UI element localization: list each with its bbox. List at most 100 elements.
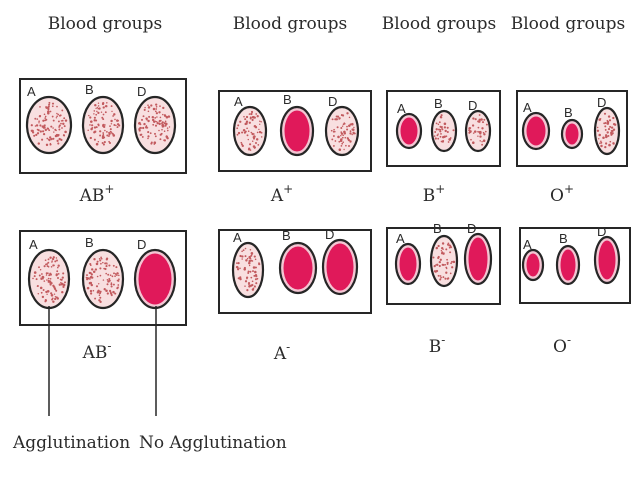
clump-dot — [163, 130, 166, 132]
clump-dot — [147, 119, 150, 123]
clump-dot — [63, 134, 66, 137]
clump-dot — [93, 131, 96, 134]
antiserum-label-a: A — [523, 100, 532, 115]
clump-dot — [447, 141, 450, 143]
non-agglutinated-sample-well — [463, 232, 493, 286]
clump-dot — [49, 277, 52, 280]
clump-dot — [252, 145, 256, 148]
clump-dot — [240, 141, 243, 144]
clump-dot — [247, 138, 249, 141]
clump-dot — [147, 104, 149, 107]
clump-dot — [100, 111, 103, 113]
clump-dot — [49, 256, 52, 259]
clump-dot — [473, 130, 477, 133]
clump-dot — [52, 119, 55, 122]
antiserum-label-d: D — [597, 224, 606, 239]
antiserum-label-d: D — [468, 98, 477, 113]
clump-dot — [597, 138, 600, 140]
antiserum-label-b: B — [433, 221, 442, 236]
clump-dot — [44, 117, 47, 119]
clump-dot — [154, 110, 157, 113]
well-fill — [283, 246, 313, 290]
clump-dot — [114, 292, 117, 295]
clump-dot — [340, 134, 342, 137]
clump-dot — [93, 113, 95, 115]
clump-dot — [111, 275, 114, 278]
headers: Blood groups Blood groups Blood groups B… — [48, 14, 625, 34]
clump-dot — [254, 258, 257, 261]
clump-dot — [102, 106, 105, 109]
clump-dot — [483, 118, 486, 121]
clump-dot — [333, 128, 335, 131]
clump-dot — [250, 276, 253, 279]
clump-dot — [93, 126, 97, 129]
clump-dot — [142, 126, 145, 130]
clump-dot — [243, 115, 245, 118]
clump-dot — [95, 113, 98, 116]
clump-dot — [50, 266, 53, 268]
non-agglutinated-sample-well — [394, 242, 422, 286]
clump-dot — [242, 128, 246, 132]
clump-dot — [53, 264, 55, 267]
clump-dot — [103, 267, 106, 270]
clump-dot — [246, 276, 249, 279]
clump-dot — [434, 137, 437, 140]
clump-dot — [46, 293, 48, 295]
clump-dot — [336, 126, 339, 129]
clump-dot — [252, 136, 255, 139]
clump-dot — [251, 140, 254, 142]
clump-dot — [608, 119, 612, 122]
clump-dot — [55, 273, 59, 276]
clump-dot — [244, 285, 246, 287]
clump-dot — [51, 298, 54, 301]
clump-dot — [99, 274, 102, 277]
clump-dot — [479, 132, 482, 135]
clump-dot — [100, 256, 102, 259]
clump-dot — [60, 122, 62, 125]
clump-dot — [249, 248, 252, 251]
clump-dot — [439, 128, 442, 131]
clump-dot — [612, 116, 615, 120]
blood-group-label: O- — [553, 333, 571, 357]
clump-dot — [449, 246, 453, 249]
clump-dot — [260, 131, 263, 134]
clump-dot — [598, 133, 601, 137]
clump-dot — [110, 282, 113, 284]
clump-dot — [247, 130, 250, 132]
clump-dot — [50, 292, 53, 295]
legend: Agglutination No Agglutination — [12, 433, 287, 453]
clump-dot — [89, 124, 91, 126]
clump-dot — [258, 263, 261, 266]
clump-dot — [477, 126, 480, 129]
header-col-1: Blood groups — [48, 14, 162, 34]
clump-dot — [255, 282, 258, 285]
clump-dot — [250, 284, 253, 287]
non-agglutinated-sample-well — [395, 112, 423, 150]
blood-group-label: B+ — [423, 182, 446, 206]
antiserum-label-b: B — [559, 231, 568, 246]
clump-dot — [150, 104, 153, 107]
clump-dot — [243, 266, 246, 269]
clump-dot — [106, 292, 109, 295]
clump-dot — [474, 118, 477, 121]
clump-dot — [30, 124, 33, 127]
clump-dot — [46, 137, 49, 140]
clump-dot — [159, 116, 162, 119]
clump-dot — [103, 141, 106, 144]
antiserum-label-b: B — [85, 235, 94, 250]
clump-dot — [96, 110, 98, 113]
non-agglutinated-sample-well — [521, 111, 551, 151]
clump-dot — [57, 266, 59, 269]
agglutinated-sample-well — [27, 248, 71, 310]
clump-dot — [55, 129, 57, 132]
clump-dot — [159, 105, 161, 107]
clump-dot — [93, 138, 96, 141]
clump-dot — [89, 275, 93, 279]
clump-dot — [98, 299, 101, 302]
clump-dot — [48, 103, 51, 106]
blood-group-label: A+ — [270, 182, 293, 206]
clump-dot — [349, 140, 352, 143]
clump-dot — [604, 145, 607, 149]
